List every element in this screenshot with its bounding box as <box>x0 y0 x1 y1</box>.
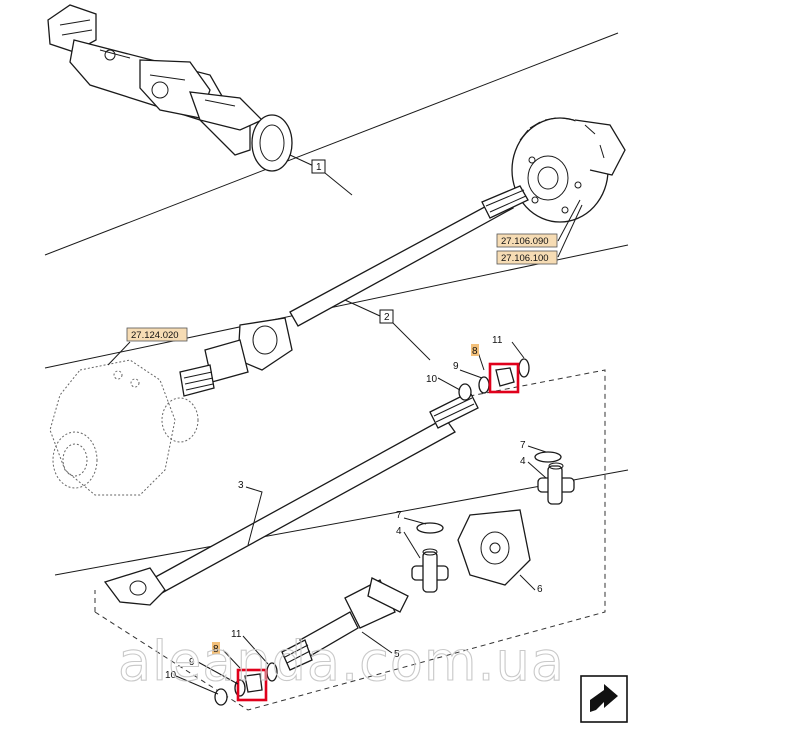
part-5-yoke-shaft <box>281 577 409 671</box>
cv-joint-assembly <box>179 317 293 397</box>
label-part-5: 5 <box>394 649 400 660</box>
label-part-9-upper: 9 <box>453 361 459 372</box>
section-box-1-label: 1 <box>316 162 322 173</box>
label-part-6: 6 <box>537 584 543 595</box>
leader-lines <box>175 341 547 695</box>
part-10-nut-lower <box>214 688 228 706</box>
part-4-cross-upper <box>537 462 575 505</box>
knuckle-housing-ghost <box>49 359 199 496</box>
label-part-8-lower: 8 <box>213 644 219 655</box>
differential-ring-gear <box>511 117 626 223</box>
axle-assembly <box>47 4 293 172</box>
ref-box-27-124-020[interactable] <box>126 327 188 342</box>
band-divider-top <box>44 32 619 256</box>
part-7-ring-upper <box>534 451 562 463</box>
part-10-nut-upper <box>458 383 472 401</box>
label-part-11-lower: 11 <box>231 629 242 640</box>
highlight-part-8-upper[interactable] <box>488 362 520 394</box>
band-divider-bottom <box>54 469 629 576</box>
section-box-2[interactable] <box>379 309 394 324</box>
part-9-washer-upper <box>478 376 490 394</box>
part-6-yoke <box>457 509 531 586</box>
label-part-7-lower: 7 <box>396 510 402 521</box>
label-part-4-upper: 4 <box>520 456 526 467</box>
part-3-shaft <box>103 391 479 606</box>
ref-box-27-106-100[interactable] <box>496 250 558 265</box>
label-part-10-upper: 10 <box>426 374 438 385</box>
label-part-7-upper: 7 <box>520 440 526 451</box>
band-divider-middle <box>44 244 629 369</box>
section-box-2-label: 2 <box>384 312 390 323</box>
label-part-8-upper: 8 <box>472 346 478 357</box>
highlight-part-8-lower[interactable] <box>236 668 268 702</box>
section-box-1[interactable] <box>311 159 326 174</box>
nav-arrow-icon[interactable] <box>580 675 628 723</box>
ref-code-27-124-020: 27.124.020 <box>131 330 179 341</box>
exploded-view-frame <box>94 369 606 711</box>
axle-shaft-upper <box>289 185 529 327</box>
ref-code-27-106-100: 27.106.100 <box>501 253 549 264</box>
label-part-9-lower: 9 <box>189 657 195 668</box>
part-7-ring-lower <box>416 522 444 534</box>
ref-box-27-106-090[interactable] <box>496 233 558 248</box>
part-4-cross-lower <box>411 548 449 593</box>
label-part-4-lower: 4 <box>396 526 402 537</box>
watermark-text: aleanda.com.ua <box>118 630 565 693</box>
ref-code-27-106-090: 27.106.090 <box>501 236 549 247</box>
label-part-3: 3 <box>238 480 244 491</box>
part-11-circlip-upper <box>518 358 530 378</box>
label-part-10-lower: 10 <box>165 670 177 681</box>
label-part-11-upper: 11 <box>492 335 503 346</box>
